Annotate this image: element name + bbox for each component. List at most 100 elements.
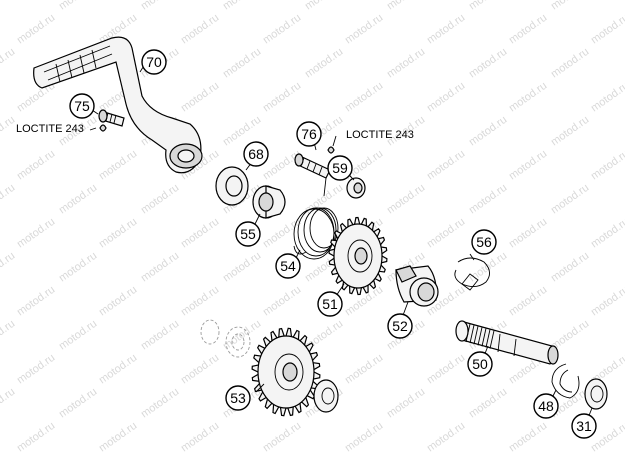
watermark-text: motod.ru xyxy=(97,420,139,455)
watermark-text: motod.ru xyxy=(57,250,99,285)
callout-53: 53 xyxy=(225,385,251,411)
watermark-text: motod.ru xyxy=(15,352,57,387)
watermark-text: motod.ru xyxy=(57,182,99,217)
watermark-text: motod.ru xyxy=(97,352,139,387)
callout-70-label: 70 xyxy=(146,54,162,70)
callout-68-label: 68 xyxy=(248,146,264,162)
watermark-text: motod.ru xyxy=(343,80,385,115)
callout-50-label: 50 xyxy=(472,356,488,372)
callout-56: 56 xyxy=(471,229,497,255)
callout-52: 52 xyxy=(387,313,413,339)
watermark-text: motod.ru xyxy=(139,318,181,353)
watermark-text: motod.ru xyxy=(179,80,221,115)
watermark-text: motod.ru xyxy=(179,12,221,47)
watermark-text: motod.ru xyxy=(303,46,345,81)
spring-54-part xyxy=(293,177,339,260)
watermark-text: motod.ru xyxy=(221,0,263,12)
watermark-text: motod.ru xyxy=(139,250,181,285)
callout-68: 68 xyxy=(243,141,269,167)
watermark-text: motod.ru xyxy=(549,182,591,217)
bolt-76-part xyxy=(294,146,335,179)
watermark-text: motod.ru xyxy=(343,420,385,455)
callout-76: 76 xyxy=(296,121,322,147)
watermark-text: motod.ru xyxy=(589,216,625,251)
watermark-text: motod.ru xyxy=(425,216,467,251)
watermark-text: motod.ru xyxy=(385,386,427,421)
watermark-text: motod.ru xyxy=(179,420,221,455)
watermark-text: motod.ru xyxy=(507,216,549,251)
watermark-text: motod.ru xyxy=(57,318,99,353)
callout-59: 59 xyxy=(327,155,353,181)
watermark-text: motod.ru xyxy=(261,420,303,455)
watermark-text: motod.ru xyxy=(507,148,549,183)
circlip-56-part xyxy=(454,257,490,291)
watermark-text: motod.ru xyxy=(303,0,345,12)
watermark-text: motod.ru xyxy=(343,12,385,47)
ratchet-52-part xyxy=(395,265,439,307)
watermark-text: motod.ru xyxy=(139,386,181,421)
watermark-text: motod.ru xyxy=(549,114,591,149)
callout-75-label: 75 xyxy=(74,98,90,114)
watermark-text: motod.ru xyxy=(385,0,427,12)
watermark-text: motod.ru xyxy=(549,0,591,12)
watermark-text: motod.ru xyxy=(15,148,57,183)
watermark-text: motod.ru xyxy=(15,284,57,319)
kick-lever-part xyxy=(33,36,203,174)
watermark-text: motod.ru xyxy=(15,216,57,251)
watermark-text: motod.ru xyxy=(179,216,221,251)
watermark-text: motod.ru xyxy=(507,420,549,455)
callout-52-label: 52 xyxy=(392,318,408,334)
watermark-text: motod.ru xyxy=(261,284,303,319)
watermark-text: motod.ru xyxy=(139,0,181,12)
watermark-text: motod.ru xyxy=(385,46,427,81)
watermark-text: motod.ru xyxy=(589,80,625,115)
shaft-spline xyxy=(477,327,483,346)
watermark-text: motod.ru xyxy=(0,318,17,353)
watermark-text: motod.ru xyxy=(15,12,57,47)
watermark-text: motod.ru xyxy=(221,46,263,81)
washer-53-part xyxy=(313,379,339,413)
watermark-text: motod.ru xyxy=(589,12,625,47)
watermark-text: motod.ru xyxy=(97,284,139,319)
callout-48-label: 48 xyxy=(538,398,554,414)
watermark-text: motod.ru xyxy=(425,420,467,455)
loctite-note-right: LOCTITE 243 xyxy=(346,129,414,141)
watermark-text: motod.ru xyxy=(0,114,17,149)
watermark-text: motod.ru xyxy=(221,250,263,285)
gear-53-part xyxy=(251,327,321,417)
watermark-text: motod.ru xyxy=(139,182,181,217)
watermark-text: motod.ru xyxy=(0,46,17,81)
callout-31: 31 xyxy=(571,413,597,439)
watermark-text: motod.ru xyxy=(467,182,509,217)
watermark-text: motod.ru xyxy=(97,216,139,251)
watermark-text: motod.ru xyxy=(57,386,99,421)
watermark-text: motod.ru xyxy=(261,12,303,47)
shaft-spline xyxy=(481,328,487,347)
shaft-spline xyxy=(489,330,495,349)
watermark-text: motod.ru xyxy=(97,148,139,183)
watermark-text: motod.ru xyxy=(467,46,509,81)
gear-51-part xyxy=(328,216,388,296)
callout-48: 48 xyxy=(533,393,559,419)
callout-55-label: 55 xyxy=(240,226,256,242)
ghost-parts xyxy=(200,319,251,358)
callout-56-label: 56 xyxy=(476,234,492,250)
watermark-text: motod.ru xyxy=(507,12,549,47)
watermark-text: motod.ru xyxy=(303,182,345,217)
watermark-text: motod.ru xyxy=(549,46,591,81)
callout-59-label: 59 xyxy=(332,160,348,176)
sleeve-55-part xyxy=(252,185,286,219)
watermark-text: motod.ru xyxy=(467,386,509,421)
callout-51: 51 xyxy=(317,291,343,317)
watermark-text: motod.ru xyxy=(0,0,17,12)
shaft-spline xyxy=(469,325,475,344)
callout-54: 54 xyxy=(275,253,301,279)
watermark-text: motod.ru xyxy=(0,250,17,285)
watermark-text: motod.ru xyxy=(425,148,467,183)
watermark-text: motod.ru xyxy=(179,284,221,319)
watermark-text: motod.ru xyxy=(0,182,17,217)
callout-54-label: 54 xyxy=(280,258,296,274)
watermark-text: motod.ru xyxy=(549,250,591,285)
callout-50: 50 xyxy=(467,351,493,377)
